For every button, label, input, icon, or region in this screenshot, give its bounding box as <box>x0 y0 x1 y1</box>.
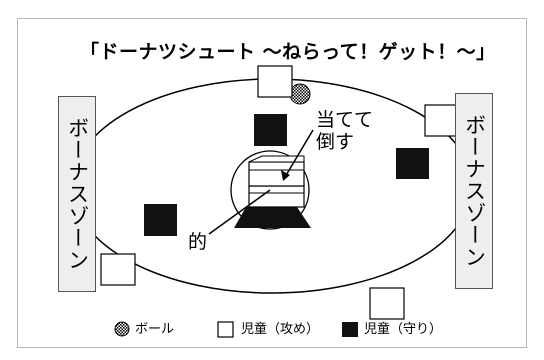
legend-ball-icon <box>114 321 130 337</box>
target-pointer-line <box>208 189 271 235</box>
bonus-zone-right: ボーナスゾーン <box>455 93 493 289</box>
target-stack <box>234 155 311 228</box>
attacker-top <box>257 65 293 98</box>
target-annotation: 的 <box>188 231 208 253</box>
defender-right <box>396 148 429 179</box>
inner-circle <box>230 150 310 230</box>
hit-pointer-arrowhead <box>281 170 290 181</box>
defender-top <box>254 114 287 146</box>
attacker-left <box>100 253 136 286</box>
legend-ball-label: ボール <box>135 322 175 337</box>
legend-defense-icon <box>342 322 358 337</box>
ball-marker <box>289 83 311 105</box>
diagram-title: 「ドーナツシュート ～ねらって！ゲット！～」 <box>80 41 496 63</box>
legend-defense-label: 児童（守り） <box>364 322 443 337</box>
hit-pointer-line <box>284 129 314 178</box>
legend-attack-icon <box>217 321 234 338</box>
bonus-zone-left: ボーナスゾーン <box>58 96 96 292</box>
legend-attack-label: 児童（攻め） <box>241 322 320 337</box>
hit-annotation: 当てて 倒す <box>316 109 374 153</box>
attacker-right <box>424 104 460 137</box>
defender-left <box>144 204 177 236</box>
attacker-bottom <box>369 287 405 320</box>
